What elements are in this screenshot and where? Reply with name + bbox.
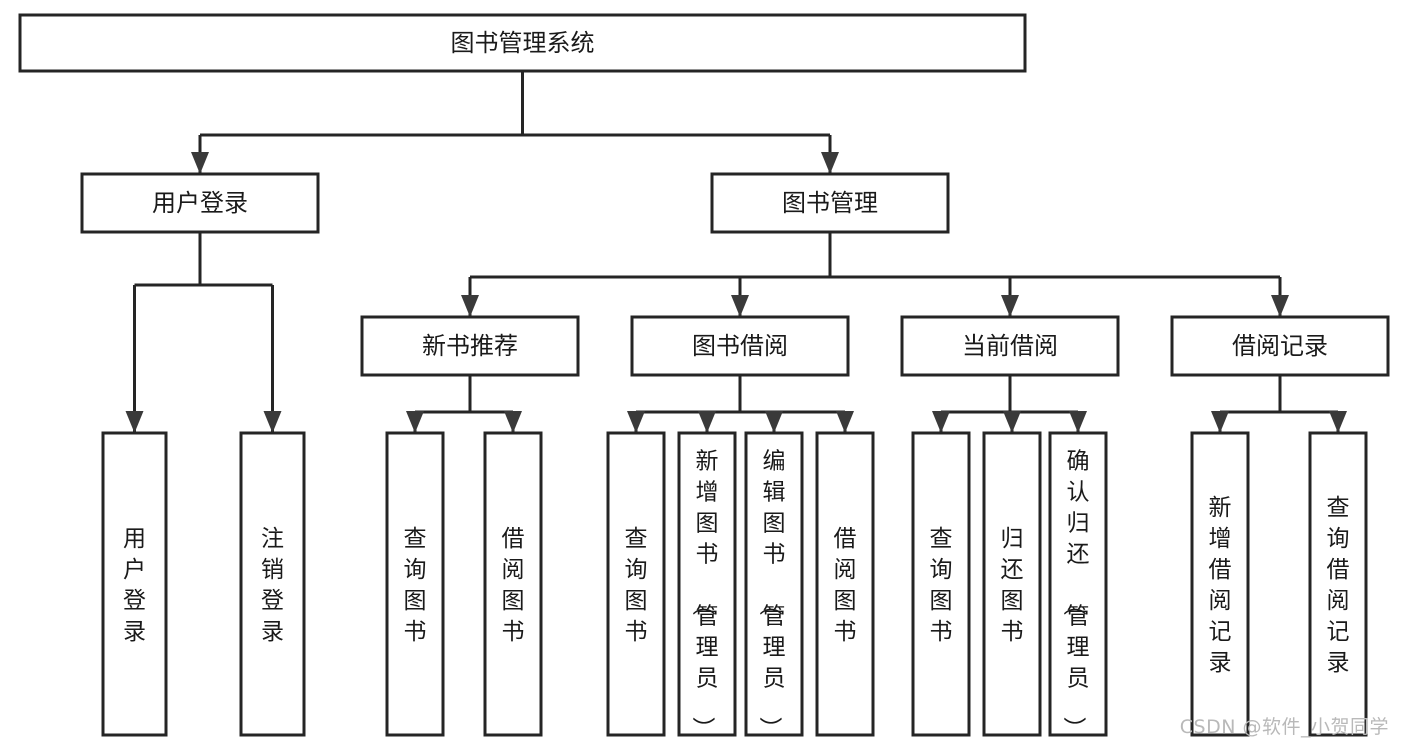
arrow-head-icon [627, 411, 645, 433]
node-label: 查询图书 [625, 526, 648, 645]
node-leaf-logout[interactable]: 注销登录 [239, 431, 306, 737]
node-label: 借阅图书 [834, 526, 857, 645]
arrow-head-icon [263, 411, 282, 433]
arrow-head-icon [1069, 411, 1087, 433]
node-boxes: 图书管理系统用户登录图书管理新书推荐图书借阅当前借阅借阅记录用户登录注销登录查询… [18, 13, 1390, 740]
edge-group-user-login [125, 232, 282, 433]
node-user-login[interactable]: 用户登录 [80, 172, 320, 234]
node-book-borrow[interactable]: 图书借阅 [630, 315, 850, 377]
node-book-manage[interactable]: 图书管理 [710, 172, 950, 234]
node-leaf-return-book[interactable]: 归还图书 [982, 431, 1042, 737]
node-label: 查询借阅记录 [1327, 495, 1350, 676]
node-leaf-add-record[interactable]: 新增借阅记录 [1190, 431, 1250, 737]
node-leaf-add-book[interactable]: 新增图书（管理员） [677, 431, 737, 740]
arrow-head-icon [1211, 411, 1229, 433]
node-label: 确认归还（管理员） [1061, 449, 1090, 740]
node-leaf-edit-book[interactable]: 编辑图书（管理员） [744, 431, 804, 740]
edge-group-root [191, 71, 839, 174]
node-label: 新增借阅记录 [1209, 495, 1232, 676]
node-label: 当前借阅 [962, 332, 1058, 360]
node-new-book-recommend[interactable]: 新书推荐 [360, 315, 580, 377]
node-leaf-borrow-book-2[interactable]: 借阅图书 [815, 431, 875, 737]
node-label: 用户登录 [152, 189, 248, 217]
node-label: 编辑图书（管理员） [757, 449, 786, 740]
node-leaf-query-book-1[interactable]: 查询图书 [385, 431, 445, 737]
node-label: 归还图书 [1001, 526, 1024, 645]
arrow-head-icon [836, 411, 854, 433]
edge-group-book-manage [461, 232, 1289, 317]
edge-group-current-borrow [932, 375, 1087, 433]
node-leaf-query-record[interactable]: 查询借阅记录 [1308, 431, 1368, 737]
node-label: 新增图书（管理员） [690, 449, 719, 740]
node-label: 图书借阅 [692, 332, 788, 360]
node-label: 借阅图书 [502, 526, 525, 645]
node-leaf-borrow-book-1[interactable]: 借阅图书 [483, 431, 543, 737]
arrow-head-icon [1003, 411, 1021, 433]
arrow-head-icon [932, 411, 950, 433]
arrow-head-icon [461, 295, 479, 317]
node-label: 图书管理系统 [451, 29, 595, 57]
edge-group-borrow-record [1211, 375, 1347, 433]
node-label: 图书管理 [782, 189, 878, 217]
node-leaf-query-book-2[interactable]: 查询图书 [606, 431, 666, 737]
arrow-head-icon [765, 411, 783, 433]
arrow-head-icon [698, 411, 716, 433]
node-label: 查询图书 [404, 526, 427, 645]
node-label: 用户登录 [123, 526, 146, 645]
arrow-head-icon [1329, 411, 1347, 433]
arrow-head-icon [1001, 295, 1019, 317]
node-label: 借阅记录 [1232, 332, 1328, 360]
arrow-head-icon [731, 295, 749, 317]
node-label: 新书推荐 [422, 332, 518, 360]
node-root[interactable]: 图书管理系统 [18, 13, 1027, 73]
arrow-head-icon [1271, 295, 1289, 317]
node-leaf-confirm-return[interactable]: 确认归还（管理员） [1048, 431, 1108, 740]
node-label: 注销登录 [261, 526, 284, 645]
arrow-head-icon [125, 411, 144, 433]
arrow-head-icon [504, 411, 522, 433]
arrow-head-icon [406, 411, 424, 433]
node-label: 查询图书 [930, 526, 953, 645]
edge-group-new-book-recommend [406, 375, 522, 433]
node-leaf-query-book-3[interactable]: 查询图书 [911, 431, 971, 737]
node-current-borrow[interactable]: 当前借阅 [900, 315, 1120, 377]
connector-edges [125, 71, 1347, 433]
node-borrow-record[interactable]: 借阅记录 [1170, 315, 1390, 377]
arrow-head-icon [821, 152, 839, 174]
node-leaf-user-login[interactable]: 用户登录 [101, 431, 168, 737]
edge-group-book-borrow [627, 375, 854, 433]
arrow-head-icon [191, 152, 209, 174]
